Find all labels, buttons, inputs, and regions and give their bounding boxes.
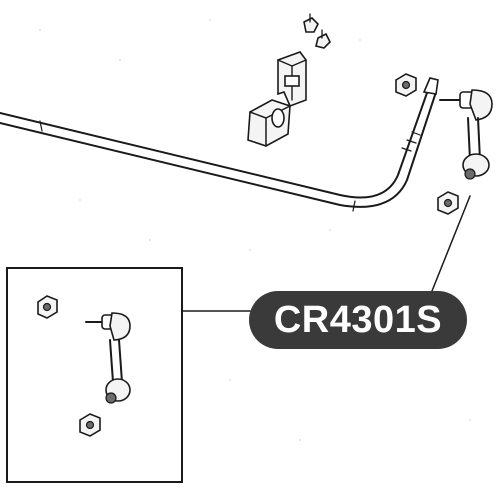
nut-icon [437,191,459,215]
stabilizer-link-icon [85,312,131,404]
background-texture [39,19,471,441]
callout-line [429,195,471,297]
nut-icon [395,73,417,97]
bushing-icon [247,99,291,147]
nut-icon [37,295,58,319]
stabilizer-bar-icon [0,77,439,212]
stabilizer-link-icon [439,89,493,180]
inset-detail-box [6,267,183,483]
nut-icon [79,413,101,437]
clip-icon [303,13,331,49]
part-number-badge: CR4301S [249,291,467,349]
bracket-icon [277,51,307,108]
